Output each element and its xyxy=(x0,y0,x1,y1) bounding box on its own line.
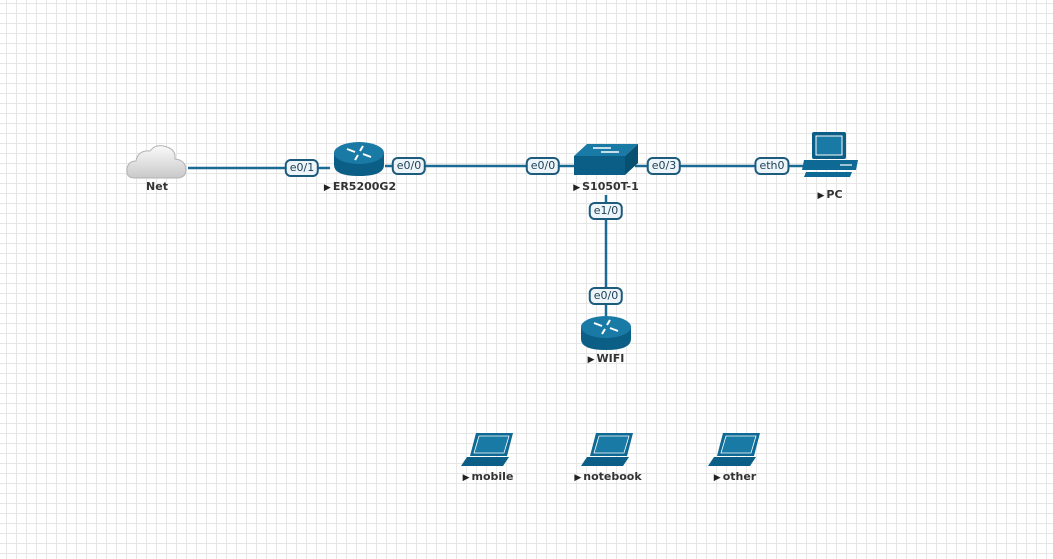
node-label-router: ▶ER5200G2 xyxy=(324,180,396,193)
port-wifi-e00[interactable]: e0/0 xyxy=(588,287,624,305)
node-label-other: ▶other xyxy=(714,470,756,483)
node-notebook[interactable] xyxy=(579,432,635,472)
node-label-switch: ▶S1050T-1 xyxy=(573,180,639,193)
play-icon[interactable]: ▶ xyxy=(713,473,721,483)
desktop-pc-icon xyxy=(802,132,858,177)
play-icon[interactable]: ▶ xyxy=(573,183,581,193)
node-wifi[interactable] xyxy=(580,315,632,355)
node-net[interactable] xyxy=(126,142,188,184)
node-label-pc: ▶PC xyxy=(817,188,842,201)
switch-icon xyxy=(574,144,638,175)
node-pc[interactable] xyxy=(800,130,860,186)
label-text: mobile xyxy=(471,470,514,483)
label-text: Net xyxy=(146,180,168,193)
router-icon xyxy=(581,316,631,350)
label-text: ER5200G2 xyxy=(332,180,397,193)
laptop-icon xyxy=(581,433,633,466)
play-icon[interactable]: ▶ xyxy=(587,355,595,365)
node-router[interactable] xyxy=(333,141,385,181)
play-icon[interactable]: ▶ xyxy=(323,183,331,193)
router-icon xyxy=(334,142,384,176)
play-icon[interactable]: ▶ xyxy=(574,473,582,483)
label-text: PC xyxy=(826,188,843,201)
port-switch-e00[interactable]: e0/0 xyxy=(525,157,561,175)
port-router-e00[interactable]: e0/0 xyxy=(391,157,427,175)
node-label-notebook: ▶notebook xyxy=(574,470,641,483)
label-text: other xyxy=(722,470,757,483)
port-router-e01[interactable]: e0/1 xyxy=(284,159,320,177)
cloud-icon xyxy=(126,145,187,179)
node-switch[interactable] xyxy=(573,143,639,181)
port-pc-eth0[interactable]: eth0 xyxy=(754,157,790,175)
node-label-mobile: ▶mobile xyxy=(463,470,514,483)
node-label-net: Net xyxy=(146,180,168,193)
port-switch-e03[interactable]: e0/3 xyxy=(646,157,682,175)
label-text: WIFI xyxy=(596,352,625,365)
play-icon[interactable]: ▶ xyxy=(462,473,470,483)
node-label-wifi: ▶WIFI xyxy=(588,352,625,365)
label-text: notebook xyxy=(583,470,642,483)
laptop-icon xyxy=(708,433,760,466)
play-icon[interactable]: ▶ xyxy=(817,191,825,201)
label-text: S1050T-1 xyxy=(582,180,639,193)
node-mobile[interactable] xyxy=(459,432,515,472)
node-other[interactable] xyxy=(706,432,762,472)
port-switch-e10[interactable]: e1/0 xyxy=(588,202,624,220)
laptop-icon xyxy=(461,433,513,466)
